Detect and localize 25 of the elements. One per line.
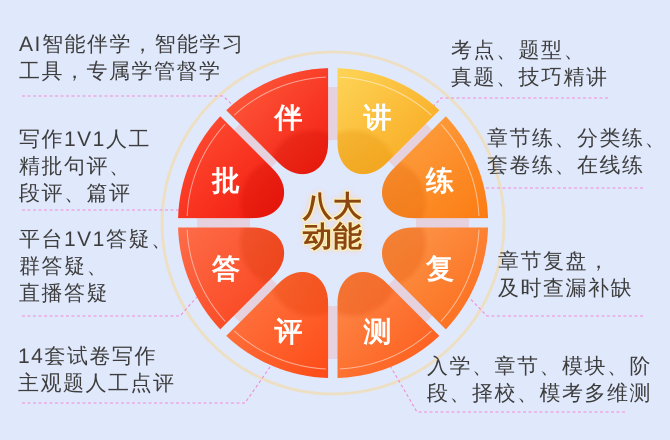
wheel-label: 批 (212, 166, 240, 196)
leader-line (434, 97, 608, 106)
leader-line (22, 95, 233, 106)
description-text: 平台1V1答疑、群答疑、直播答疑 (19, 227, 174, 307)
description-text: 写作1V1人工精批句评、段评、篇评 (19, 127, 151, 207)
leader-line (484, 187, 643, 189)
leader-line (22, 296, 198, 317)
wheel-label: 测 (363, 317, 392, 348)
leader-line (390, 366, 625, 413)
description-text: 章节练、分类练、套卷练、在线练 (487, 126, 667, 179)
wheel-label: 评 (274, 317, 303, 348)
description-text: 入学、章节、模块、阶段、择校、模考多维测 (427, 354, 652, 407)
wheel-label: 练 (426, 166, 454, 196)
description-text: 章节复盘，及时查漏补缺 (498, 249, 633, 302)
wheel-label: 复 (426, 254, 454, 284)
wheel-label: 答 (212, 254, 240, 284)
leader-line (468, 297, 643, 317)
wheel-label: 伴 (274, 102, 303, 133)
description-text: 14套试卷写作主观题人工点评 (18, 344, 176, 397)
wheel-label: 讲 (363, 102, 392, 133)
leader-line (22, 364, 272, 404)
description-text: 考点、题型、真题、技巧精讲 (451, 38, 608, 91)
description-text: AI智能伴学，智能学习工具，专属学管督学 (19, 32, 244, 85)
center-title: 八大动能 (303, 192, 363, 252)
leader-line (22, 209, 179, 211)
